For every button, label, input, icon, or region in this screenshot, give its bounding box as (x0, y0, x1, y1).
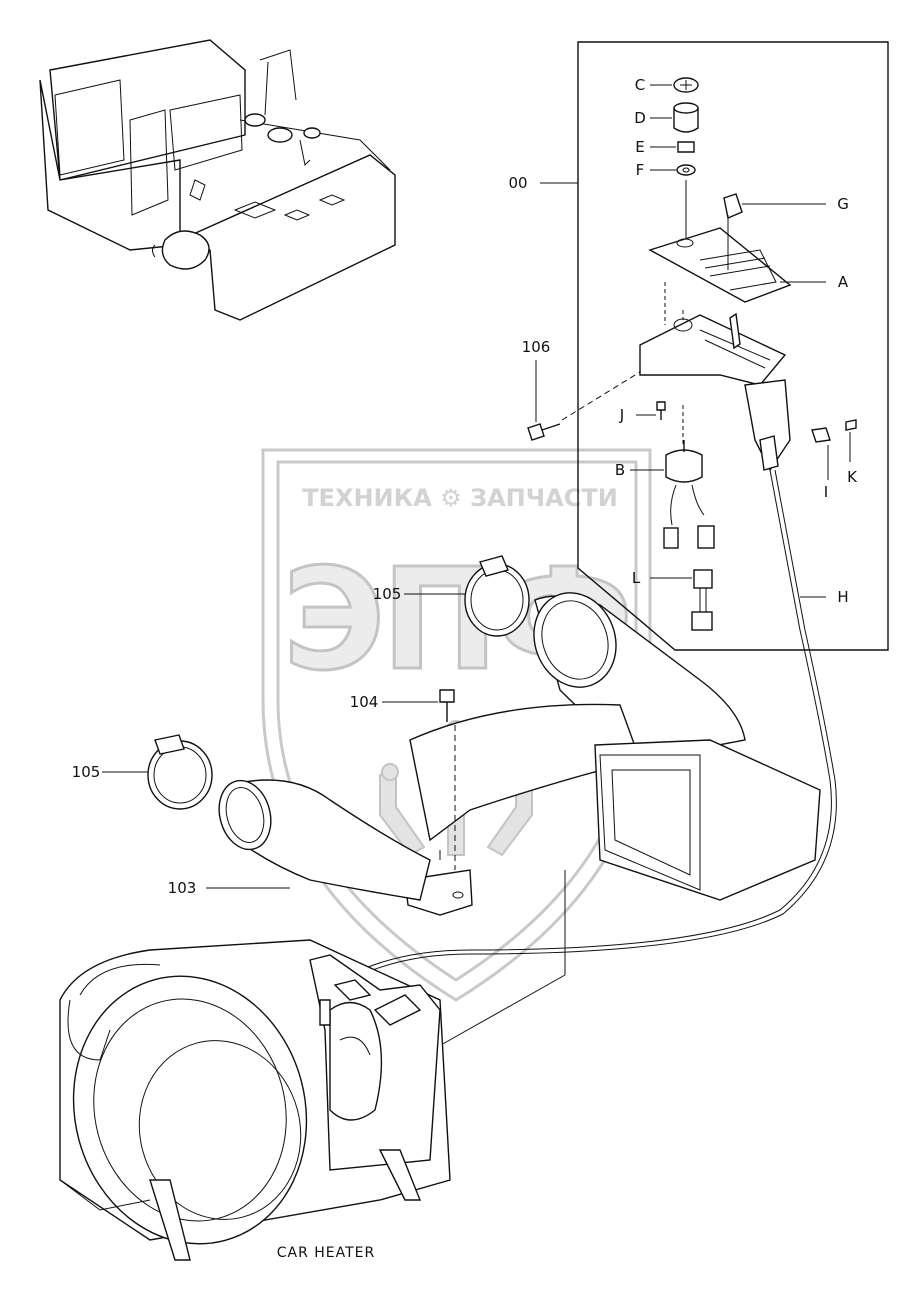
part-g-lever-knob: G (723, 193, 849, 219)
car-heater-caption: CAR HEATER (277, 1245, 376, 1261)
label-h: H (837, 588, 848, 606)
label-105-upper: 105 (373, 585, 402, 603)
label-j: J (619, 406, 624, 424)
label-l: L (632, 569, 641, 587)
part-f-washer: F (636, 161, 696, 179)
label-c: C (635, 76, 645, 94)
car-heater: CAR HEATER (59, 939, 451, 1261)
air-duct (404, 592, 821, 916)
label-e: E (635, 138, 644, 156)
assembly-box: 00 (508, 41, 889, 651)
harness-l: L (632, 569, 713, 631)
part-a-plate: A (648, 180, 849, 303)
bolt-104: 104 (350, 689, 455, 722)
label-a: A (838, 273, 849, 291)
label-104: 104 (350, 693, 379, 711)
label-106: 106 (522, 338, 551, 356)
clamp-105-upper: 105 (373, 555, 530, 637)
part-d-knob: D (634, 102, 699, 133)
hose-103: 103 (168, 779, 431, 901)
label-k: K (847, 468, 858, 486)
label-i: I (824, 483, 828, 501)
watermark-letters: ЭПФ (283, 539, 630, 702)
leader-lines (431, 850, 566, 1051)
part-c-cap: C (635, 76, 699, 94)
clip-i: I (811, 427, 831, 501)
screw-k: K (845, 419, 858, 486)
label-g: G (837, 195, 849, 213)
label-103: 103 (168, 879, 197, 897)
excavator-illustration (39, 39, 396, 321)
label-00: 00 (508, 174, 527, 192)
screw-j: J (619, 401, 666, 424)
watermark-text: ТЕХНИКА ⚙ ЗАПЧАСТИ (302, 484, 618, 512)
label-d: D (634, 109, 646, 127)
label-b: B (615, 461, 625, 479)
label-105-lower: 105 (72, 763, 101, 781)
bolt-106: 106 (522, 338, 641, 441)
clamp-105-lower: 105 (72, 734, 213, 810)
cable-h: H (349, 469, 849, 980)
switch-b: B (615, 405, 715, 549)
part-e-nut: E (635, 138, 695, 156)
label-f: F (636, 161, 645, 179)
part-bracket (639, 282, 791, 472)
